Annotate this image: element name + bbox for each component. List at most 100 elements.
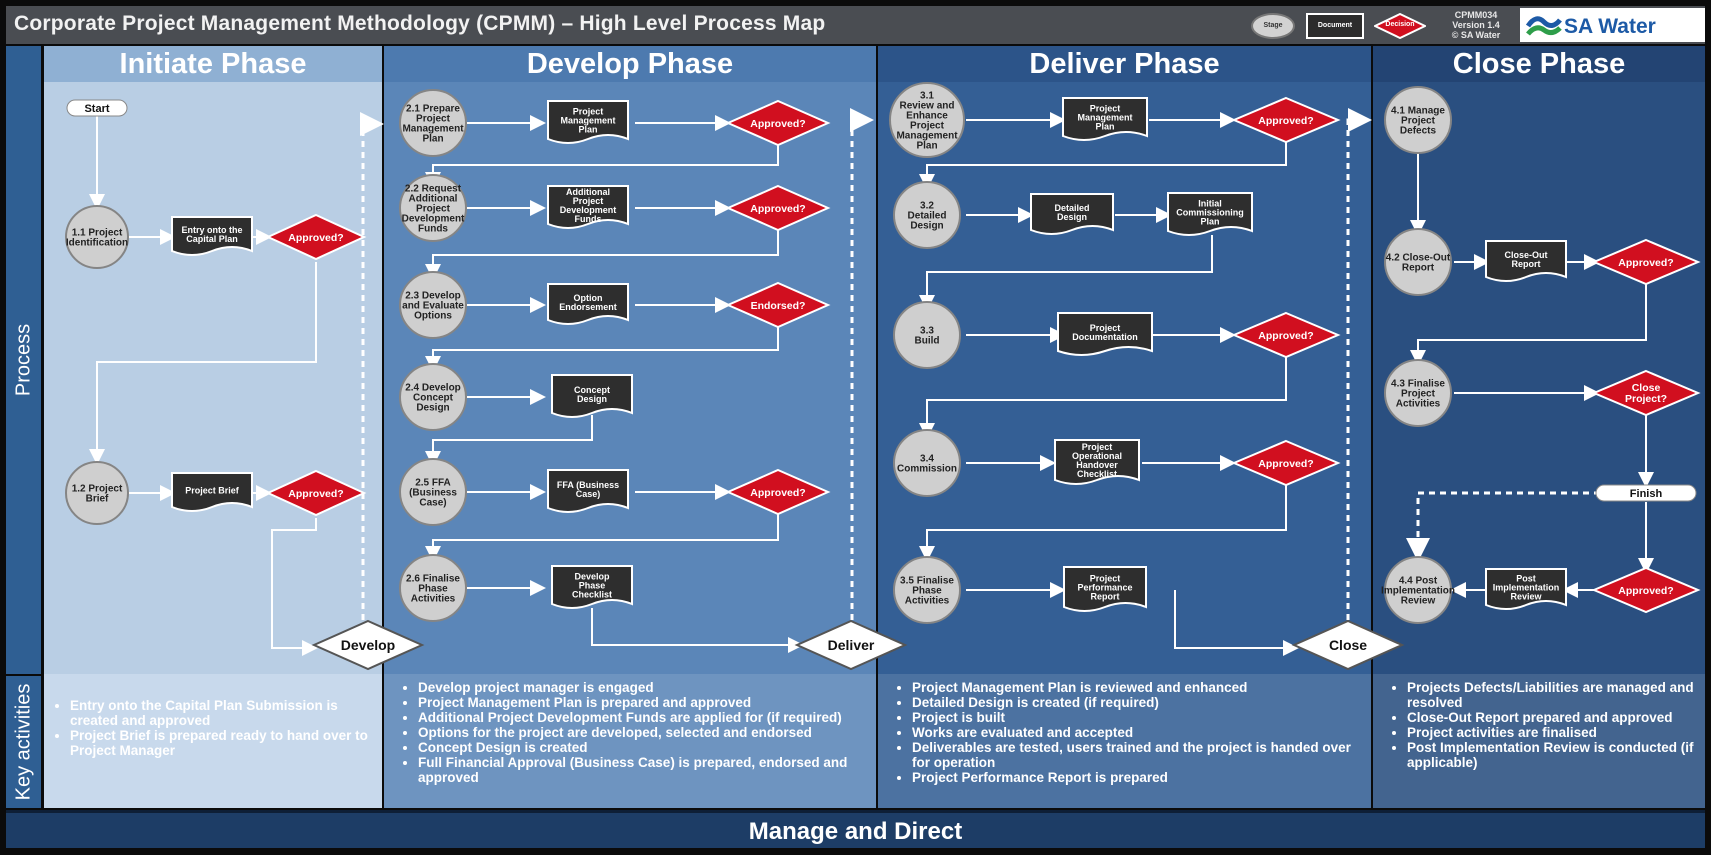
document-label: Operational — [1072, 451, 1122, 461]
close-activity-item: Projects Defects/Liabilities are managed… — [1407, 680, 1695, 710]
decision-q2_5[interactable]: Approved? — [725, 468, 831, 516]
decision-q3_4[interactable]: Approved? — [1231, 439, 1341, 487]
stage-label: 3.4 — [920, 454, 934, 465]
footer-label: Manage and Direct — [748, 818, 963, 845]
deliver-activity-list: Project Management Plan is reviewed and … — [896, 680, 1361, 785]
decision-q3_3[interactable]: Approved? — [1231, 311, 1341, 359]
decision-diamond — [1591, 238, 1701, 286]
stage-label: Identification — [66, 238, 128, 249]
gate-develop[interactable]: Develop — [311, 619, 425, 671]
stage-label: Detailed — [908, 211, 947, 222]
stage-label: Project — [1401, 389, 1436, 400]
stage-circle — [399, 89, 467, 157]
document-label: Capital Plan — [186, 234, 238, 244]
terminal-finish[interactable]: Finish — [1595, 484, 1697, 502]
water-drop-icon — [1525, 16, 1562, 36]
document-label: Endorsement — [559, 302, 617, 312]
document-label: Project — [1090, 574, 1121, 584]
stage-label: and Evaluate — [402, 301, 464, 312]
gate-label: Develop — [341, 637, 395, 653]
connector-line — [425, 325, 779, 372]
document-label: Documentation — [1072, 332, 1138, 342]
decision-q4_4[interactable]: Approved? — [1591, 566, 1701, 614]
side-label-process: Process — [6, 46, 41, 674]
document-label: Management — [1077, 113, 1132, 123]
gate-close[interactable]: Close — [1291, 619, 1405, 671]
deliver-key-activities: Project Management Plan is reviewed and … — [878, 674, 1371, 808]
stage-label: Build — [915, 336, 940, 347]
develop-activity-item: Project Management Plan is prepared and … — [418, 695, 866, 710]
document-label: Concept — [574, 385, 610, 395]
document-d1_2[interactable]: Project Brief — [171, 472, 253, 512]
stage-circle — [893, 181, 961, 249]
connector-line — [360, 112, 384, 620]
decision-label: Approved? — [1258, 115, 1313, 127]
document-label: FFA (Business — [557, 480, 619, 490]
deliver-activity-item: Works are evaluated and accepted — [912, 725, 1361, 740]
legend-decision: Decision — [1374, 13, 1426, 39]
document-label: Design — [1057, 212, 1087, 222]
decision-q2_2[interactable]: Approved? — [725, 184, 831, 232]
stage-s2_2[interactable]: 2.2 RequestAdditionalProjectDevelopmentF… — [399, 174, 467, 242]
stage-label: Project — [910, 121, 945, 132]
document-label: Handover — [1076, 460, 1118, 470]
decision-q1_2[interactable]: Approved? — [265, 469, 367, 517]
develop-activity-item: Options for the project are developed, s… — [418, 725, 866, 740]
decision-q4_2[interactable]: Approved? — [1591, 238, 1701, 286]
stage-label: Plan — [916, 141, 937, 152]
stage-label: 1.1 Project — [72, 228, 123, 239]
terminal-start[interactable]: Start — [66, 99, 128, 117]
decision-label: Approved? — [288, 488, 343, 500]
footer-bar: Manage and Direct — [6, 810, 1705, 848]
decision-q2_1[interactable]: Approved? — [725, 99, 831, 147]
decision-q1_1[interactable]: Approved? — [265, 213, 367, 261]
decision-q2_3[interactable]: Endorsed? — [725, 281, 831, 329]
develop-activity-item: Develop project manager is engaged — [418, 680, 866, 695]
document-shape — [171, 216, 253, 256]
decision-q3_1[interactable]: Approved? — [1231, 96, 1341, 144]
document-label: Checklist — [1077, 469, 1117, 479]
close-activity-item: Project activities are finalised — [1407, 725, 1695, 740]
document-shape — [1057, 312, 1153, 356]
stage-circle — [399, 458, 467, 526]
initiate-activity-item: Entry onto the Capital Plan Submission i… — [70, 698, 372, 728]
stage-label: 2.1 Prepare — [406, 104, 460, 115]
legend-stage-label: Stage — [1263, 22, 1283, 29]
connector-line — [1346, 108, 1372, 620]
gate-deliver[interactable]: Deliver — [794, 619, 908, 671]
document-label: Plan — [1095, 122, 1114, 132]
